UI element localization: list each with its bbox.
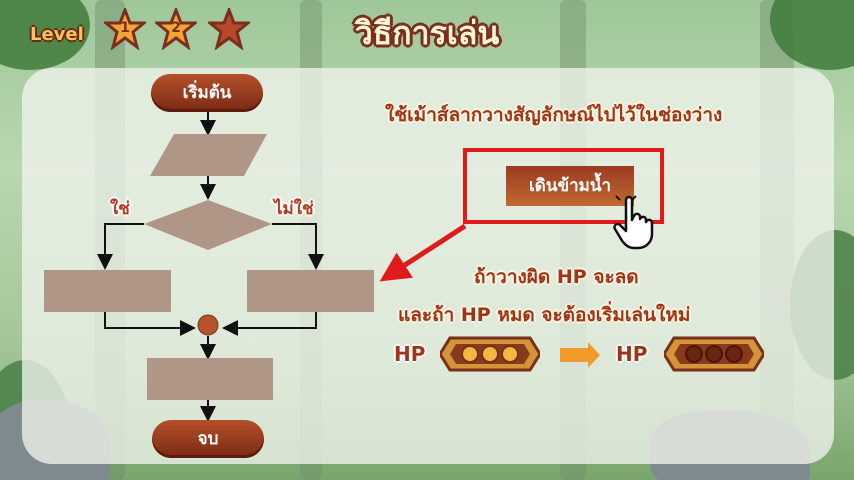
level-label: Level — [30, 24, 84, 45]
yes-label: ใช่ — [110, 199, 130, 219]
star-2-number: 2 — [171, 20, 181, 36]
star-1-number: 1 — [120, 20, 130, 36]
decision-diamond — [144, 200, 272, 250]
star-3-icon — [205, 5, 253, 51]
merge-node — [197, 314, 219, 336]
input-output-slot[interactable] — [150, 134, 267, 176]
pointer-hand-icon — [612, 190, 660, 250]
end-block: จบ — [152, 420, 264, 458]
wrong-warning-line2: และถ้า HP หมด จะต้องเริ่มเล่นใหม่ — [398, 304, 691, 326]
hp-label-after: HP — [616, 342, 648, 366]
no-label: ไม่ใช่ — [274, 199, 314, 219]
hp-bar-full — [438, 336, 542, 372]
empty-slot-bottom[interactable] — [147, 358, 273, 400]
star-2-icon: 2 — [152, 5, 200, 51]
empty-slot-left[interactable] — [44, 270, 171, 312]
wrong-warning-line1: ถ้าวางผิด HP จะลด — [474, 266, 639, 288]
sample-action-block[interactable]: เดินข้ามน้ำ — [506, 166, 634, 206]
hp-label-before: HP — [394, 342, 426, 366]
page-title: วิธีการเล่น — [354, 14, 500, 52]
start-block: เริ่มต้น — [151, 74, 263, 112]
drag-instruction: ใช้เม้าส์ลากวางสัญลักษณ์ไปไว้ในช่องว่าง — [385, 104, 723, 126]
hp-bar-empty — [662, 336, 766, 372]
star-1-icon: 1 — [101, 5, 149, 51]
hp-arrow — [560, 342, 600, 368]
empty-slot-right[interactable] — [247, 270, 374, 312]
